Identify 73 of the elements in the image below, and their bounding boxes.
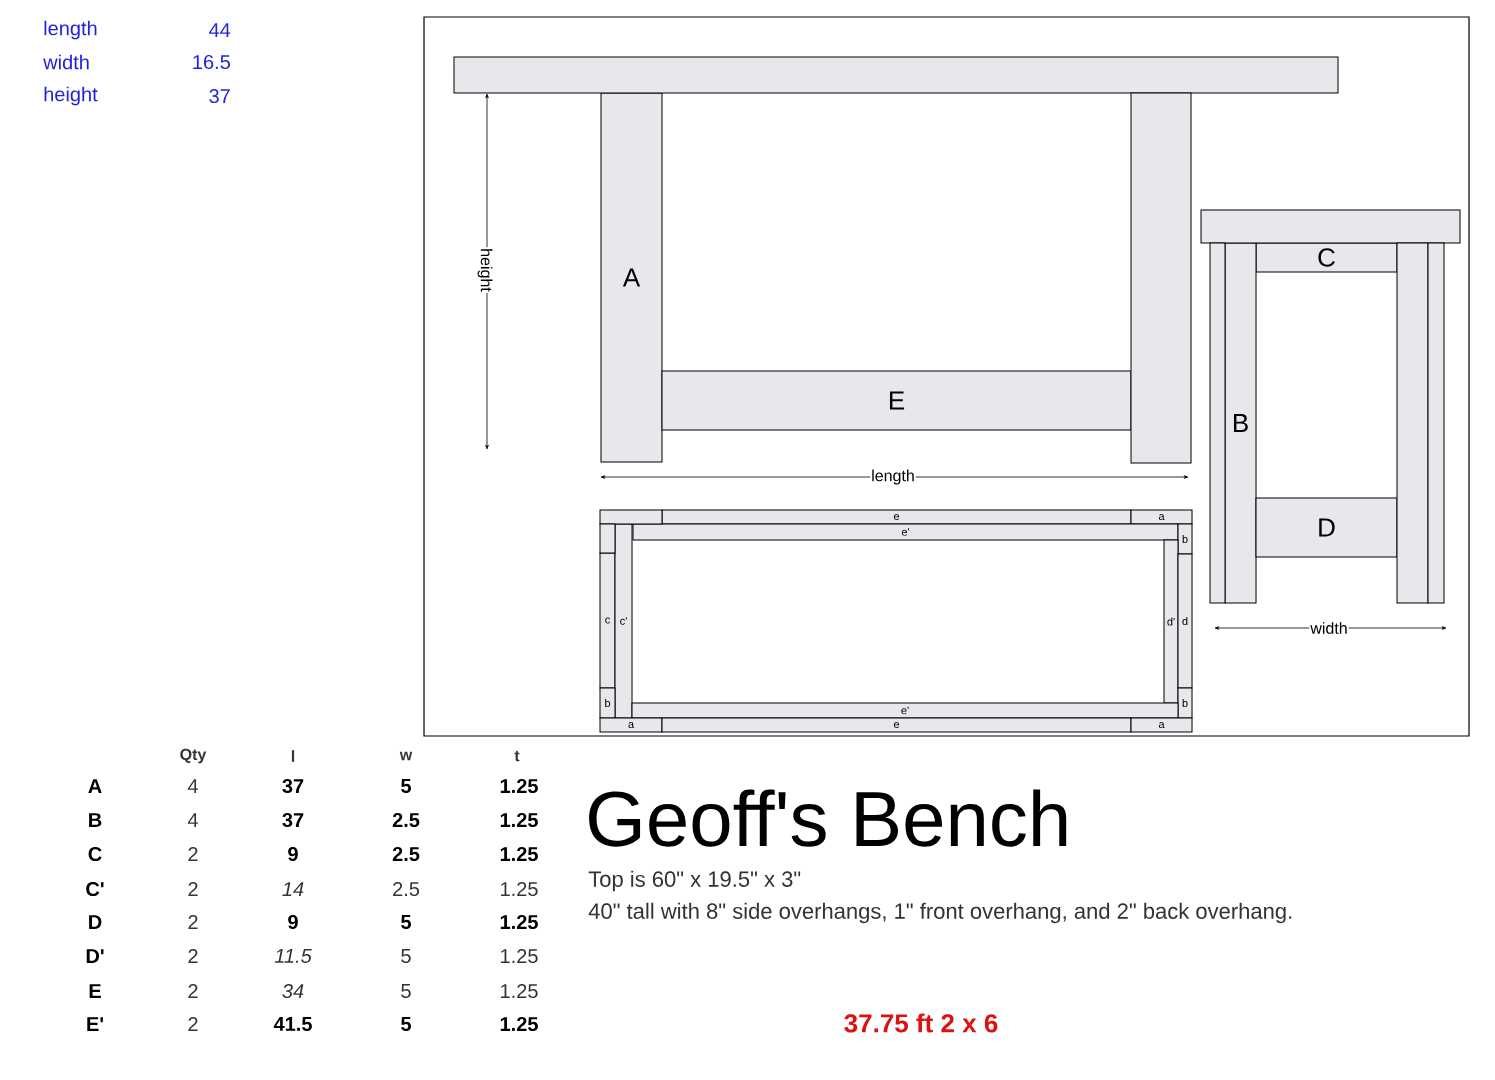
board [1130,92,1192,464]
table-cell: E' [87,1017,103,1031]
title: Geoff's Bench [589,789,1067,847]
board [599,509,663,525]
table-cell: 2.5 [392,812,420,828]
table-cell: 37 [282,812,304,828]
table-cell: 1.25 [501,983,538,999]
dimension-label: height [476,247,494,293]
board [1209,242,1226,604]
table-cell: 4 [187,779,198,793]
table-cell: 2 [188,847,198,861]
table-cell: B [89,813,102,827]
board: A [600,92,663,463]
table-cell: 9 [288,846,298,862]
board [599,523,616,554]
table-cell: C' [86,881,104,897]
dimension-label: width [1309,621,1349,635]
dimension-value: 37 [209,88,230,104]
note: 40" tall with 8" side overhangs, 1" front overhang, and 2" back overhang. [588,902,1292,924]
table-cell: 1.25 [501,948,538,964]
table-cell: l [291,750,295,762]
table-cell: 5 [401,915,411,929]
table-cell: 2.5 [393,881,420,897]
table-cell: 1.25 [500,846,538,862]
table-cell: A [88,779,102,793]
dimension-label: length [870,468,916,486]
table-cell: 1.25 [500,914,538,930]
table-cell: 2 [188,949,198,963]
board: a [1130,717,1193,733]
table-cell: t [514,750,520,762]
table-cell: 14 [282,882,304,896]
table-cell: 2.5 [392,846,420,862]
board: a [599,717,663,733]
dimension-value: 44 [209,23,231,37]
board: D [1255,497,1398,558]
table-cell: 41.5 [273,1017,312,1031]
table-cell: 5 [401,1017,411,1031]
table-cell: 34 [282,983,304,999]
dimension-value: height [44,86,98,106]
table-cell: Qty [180,748,207,764]
table-cell: 37 [282,778,304,794]
table-cell: 1.25 [500,812,538,828]
table-cell: 1.25 [500,1016,538,1032]
dimension-value: length [44,20,97,40]
table-cell: 5 [401,779,411,793]
table-cell: D [89,915,102,929]
table-cell: w [399,751,413,761]
table-cell: 1.25 [500,778,538,794]
total-note: 37.75 ft 2 x 6 [844,1013,998,1033]
dimension-value: width [43,54,89,70]
table-cell: 2 [188,984,198,998]
table-cell: 2 [188,882,198,896]
table-cell: E [89,984,101,998]
board: b [599,687,616,719]
table-cell: 1.25 [501,881,538,897]
table-cell: 11.5 [274,949,312,963]
board [1427,242,1445,604]
table-cell: 5 [401,984,411,998]
board: b [1177,687,1193,719]
table-cell: D' [86,949,104,963]
board: E [661,370,1132,431]
table-cell: 5 [401,949,411,963]
board: C [1255,242,1398,273]
table-cell: 2 [188,915,198,929]
table-cell: C [88,846,102,862]
table-cell: 2 [188,1017,198,1031]
table-cell: 4 [187,813,198,827]
table-cell: 9 [288,914,298,930]
note: Top is 60" x 19.5" x 3" [588,870,801,892]
dimension-value: 16.5 [193,54,230,70]
board: a [1130,509,1193,525]
board: b [1177,523,1193,555]
board [453,56,1339,94]
